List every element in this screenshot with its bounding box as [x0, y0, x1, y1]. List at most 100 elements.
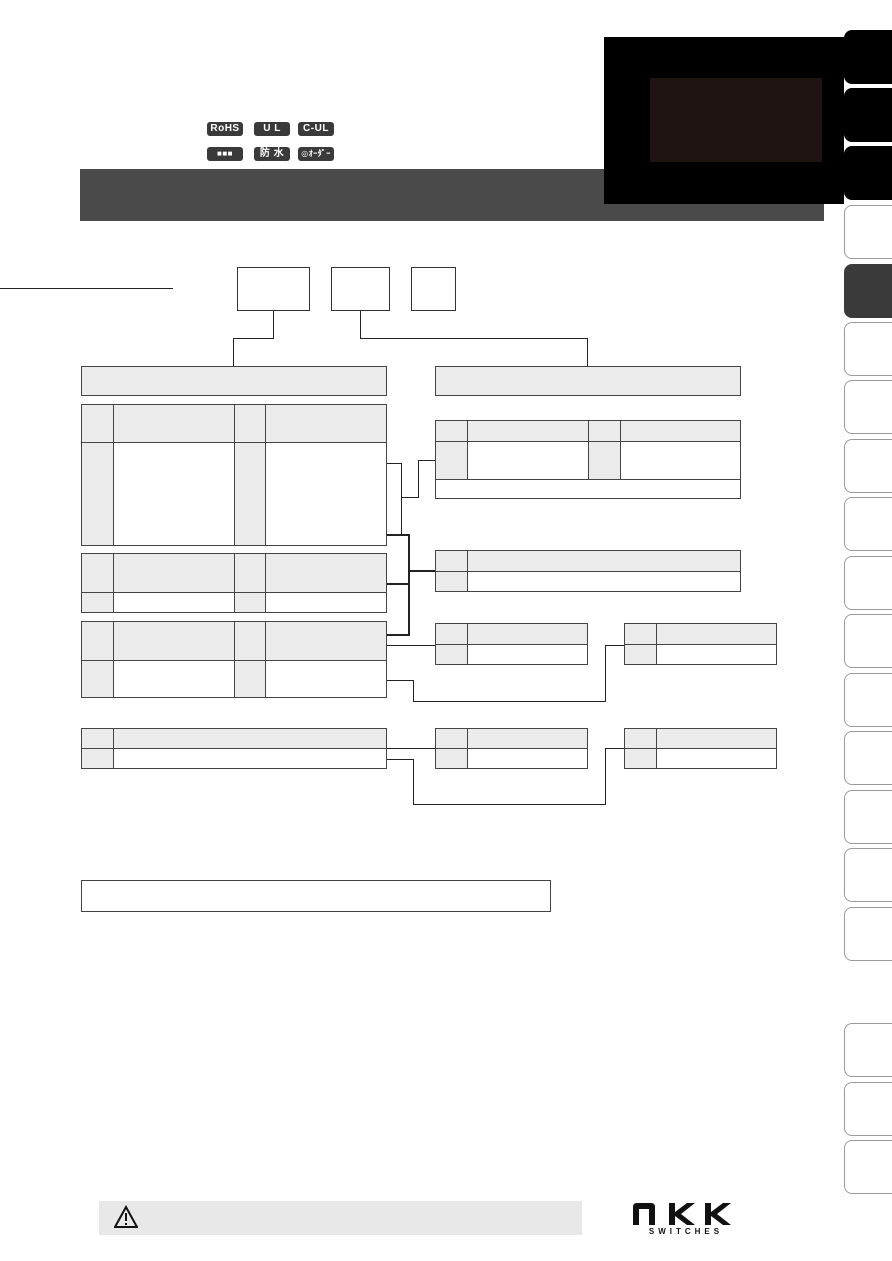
option-code-cell — [81, 592, 114, 613]
option-body-cell — [467, 748, 588, 769]
index-tab-11[interactable] — [844, 614, 892, 668]
index-tab-3[interactable] — [844, 146, 892, 200]
index-tab-2[interactable] — [844, 88, 892, 142]
index-tab-17[interactable] — [844, 1023, 892, 1077]
connector-line — [605, 748, 606, 805]
option-code-cell — [81, 660, 114, 698]
connector-line — [360, 338, 587, 339]
part-number-box-3 — [411, 267, 456, 311]
option-note-cell — [435, 479, 741, 499]
index-tab-13[interactable] — [844, 731, 892, 785]
index-tab-6[interactable] — [844, 322, 892, 376]
option-header-cell — [656, 728, 777, 749]
index-tab-19[interactable] — [844, 1140, 892, 1194]
index-tab-15[interactable] — [844, 848, 892, 902]
option-code-cell — [234, 404, 266, 443]
connector-line — [387, 645, 435, 646]
index-tab-4[interactable] — [844, 205, 892, 259]
option-header-cell — [113, 404, 235, 443]
option-body-cell — [467, 441, 589, 480]
category-header-left — [81, 366, 387, 396]
connector-line — [413, 680, 414, 702]
connector-line — [408, 570, 435, 572]
option-code-cell — [435, 420, 468, 442]
rohs-badge: RoHS — [207, 122, 243, 136]
option-header-cell — [467, 420, 589, 442]
connector-line — [418, 460, 435, 461]
option-body-cell — [113, 592, 235, 613]
connector-line — [233, 338, 234, 366]
option-body-cell — [467, 571, 741, 592]
index-tab-5[interactable] — [844, 264, 892, 318]
option-header-cell — [467, 550, 741, 572]
connector-line — [387, 759, 413, 760]
option-header-cell — [113, 553, 235, 593]
option-code-cell — [435, 441, 468, 480]
option-code-cell — [435, 571, 468, 592]
option-code-cell — [234, 660, 266, 698]
option-body-cell — [656, 644, 777, 665]
option-body-cell — [113, 660, 235, 698]
option-code-cell — [81, 728, 114, 749]
option-body-cell — [467, 644, 588, 665]
option-code-cell — [624, 748, 657, 769]
option-header-cell — [265, 404, 387, 443]
product-display-window — [650, 78, 822, 162]
caution-bar — [99, 1201, 582, 1235]
option-code-cell — [624, 644, 657, 665]
index-tab-12[interactable] — [844, 673, 892, 727]
index-tab-9[interactable] — [844, 497, 892, 551]
option-body-cell — [113, 442, 235, 546]
option-body-cell — [265, 592, 387, 613]
option-header-cell — [656, 623, 777, 645]
index-tab-16[interactable] — [844, 907, 892, 961]
part-number-box-1 — [237, 267, 310, 311]
connector-line — [408, 534, 410, 636]
option-code-cell — [588, 420, 621, 442]
index-tab-7[interactable] — [844, 380, 892, 434]
option-code-cell — [81, 748, 114, 769]
option-code-cell — [234, 592, 266, 613]
connector-line — [273, 311, 274, 338]
section-title-underline — [0, 288, 173, 289]
index-tab-18[interactable] — [844, 1082, 892, 1136]
part-number-box-2 — [331, 267, 390, 311]
option-code-cell — [435, 550, 468, 572]
option-code-cell — [624, 623, 657, 645]
category-header-right — [435, 366, 741, 396]
connector-line — [605, 645, 606, 702]
index-tab-8[interactable] — [844, 439, 892, 493]
option-code-cell — [435, 728, 468, 749]
warning-triangle-icon — [113, 1204, 139, 1229]
connector-line — [401, 497, 418, 498]
index-tab-1[interactable] — [844, 30, 892, 84]
option-body-cell — [265, 660, 387, 698]
option-body-cell — [265, 442, 387, 546]
option-code-cell — [624, 728, 657, 749]
connector-line — [605, 748, 624, 749]
option-header-cell — [620, 420, 741, 442]
connector-line — [387, 680, 413, 681]
option-header-cell — [467, 728, 588, 749]
option-code-cell — [588, 441, 621, 480]
connector-line — [387, 463, 401, 464]
ul-badge: U L — [254, 122, 290, 136]
option-code-cell — [435, 623, 468, 645]
connector-line — [413, 701, 605, 702]
note-box — [81, 880, 551, 912]
connector-line — [413, 804, 605, 805]
index-tab-10[interactable] — [844, 556, 892, 610]
option-code-cell — [435, 748, 468, 769]
option-code-cell — [81, 442, 114, 546]
index-tab-14[interactable] — [844, 790, 892, 844]
connector-line — [605, 645, 624, 646]
option-code-cell — [81, 553, 114, 593]
option-code-cell — [234, 553, 266, 593]
nkk-logo — [631, 1201, 741, 1237]
connector-line — [387, 534, 409, 536]
sealed-badge: ■■■ — [207, 147, 243, 161]
connector-line — [387, 583, 409, 585]
connector-line — [413, 759, 414, 805]
connector-line — [587, 338, 588, 366]
connector-line — [387, 748, 435, 749]
